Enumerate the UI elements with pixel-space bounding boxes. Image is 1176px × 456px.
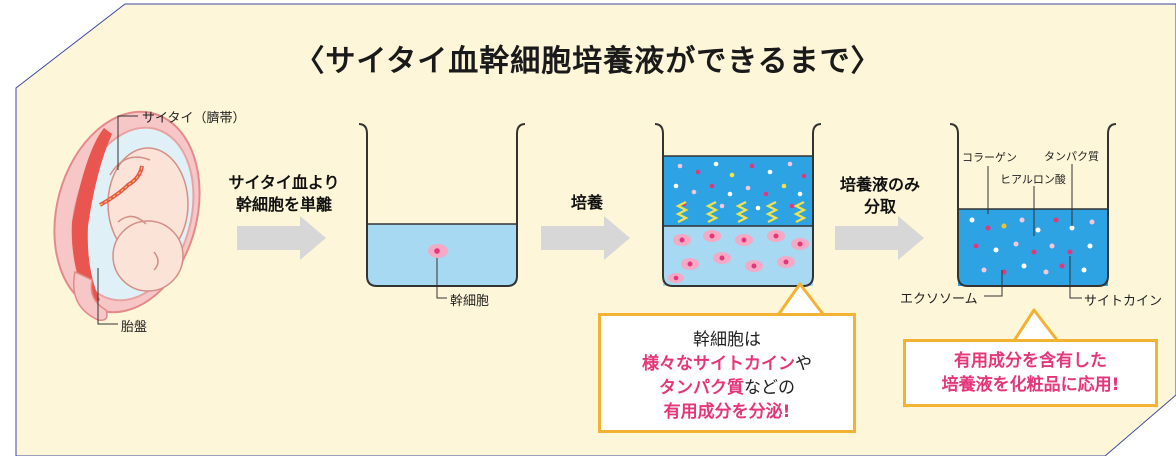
step-isolate-line1: サイタイ血より (228, 173, 340, 192)
placenta-leader (97, 268, 118, 325)
umbilical-label: サイタイ（臍帯） (142, 111, 246, 126)
callout-application-line1: 有用成分を含有した (954, 351, 1107, 371)
callout-secretion-line2: 様々なサイトカインや (601, 352, 853, 376)
arrow-2 (541, 216, 630, 260)
fetus-illustration (53, 110, 201, 322)
arrow-3 (835, 216, 924, 260)
cytokine-leader (1069, 256, 1082, 299)
stem-cell-label: 幹細胞 (450, 294, 490, 309)
callout-secretion-line1: 幹細胞は (693, 330, 761, 350)
beaker-culture (654, 123, 822, 287)
beaker-medium (949, 123, 1117, 287)
step-collect-line2: 分取 (863, 197, 896, 216)
step-culture-label: 培養 (570, 193, 603, 212)
step-isolate-label: サイタイ血より 幹細胞を単離 (214, 172, 354, 216)
stem-cell-leader (436, 258, 447, 299)
callout-secretion-rest1: や (795, 354, 812, 374)
beaker-isolation (358, 123, 526, 287)
umbilical-leader (117, 115, 138, 170)
arrow-1 (237, 216, 326, 260)
step-collect-label: 培養液のみ 分取 (820, 174, 940, 218)
collagen-label: コラーゲン (962, 151, 1017, 164)
step-collect-line1: 培養液のみ (839, 175, 920, 194)
callout-application-line2: 培養液を化粧品に応用! (941, 375, 1120, 395)
hyaluronic-label: ヒアルロン酸 (1000, 173, 1066, 186)
callout-application: 有用成分を含有した 培養液を化粧品に応用! (903, 339, 1158, 407)
placenta-label: 胎盤 (121, 320, 148, 335)
exosome-label: エクソソーム (900, 292, 978, 307)
callout-secretion-line3: タンパク質などの (601, 376, 853, 400)
cytokine-label: サイトカイン (1084, 294, 1163, 309)
protein-label: タンパク質 (1044, 150, 1099, 163)
callout-secretion-rest2: などの (744, 378, 795, 398)
step-isolate-line2: 幹細胞を単離 (235, 195, 332, 214)
callout-secretion-hl2: タンパク質 (659, 378, 744, 398)
callout-secretion-hl1: 様々なサイトカイン (642, 354, 795, 374)
callout-secretion: 幹細胞は 様々なサイトカインや タンパク質などの 有用成分を分泌! (598, 313, 856, 433)
exosome-leader (984, 270, 1003, 297)
page-title: 〈サイタイ血幹細胞培養液ができるまで〉 (294, 44, 882, 79)
callout-secretion-line4: 有用成分を分泌! (663, 402, 791, 422)
